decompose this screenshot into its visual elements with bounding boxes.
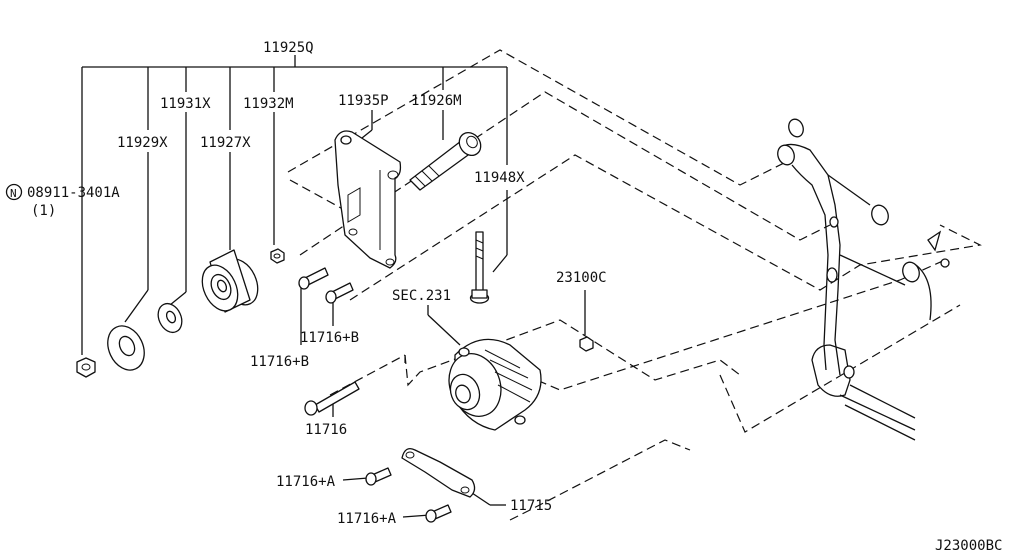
bolt-b-upper-part: [298, 267, 329, 290]
engine-mount-structure: [777, 118, 950, 441]
callout-11948x: 11948X: [474, 170, 525, 186]
idler-pulley-part: [201, 249, 259, 313]
leader-lines: [81, 55, 586, 518]
callout-11716: 11716: [305, 422, 347, 438]
callout-11715: 11715: [510, 498, 552, 514]
diagram-id: J23000BC: [935, 538, 1002, 554]
bolt-11716-part: [304, 381, 360, 416]
callout-sec231: SEC.231: [392, 288, 451, 304]
bolt-a-lower-part: [425, 504, 452, 523]
callout-08911-qty: (1): [31, 203, 56, 219]
nut-part: [76, 357, 96, 378]
callout-11932m: 11932M: [243, 96, 294, 112]
callout-11925q: 11925Q: [263, 40, 314, 56]
washer-small-part: [157, 302, 183, 334]
callout-23100c: 23100C: [556, 270, 607, 286]
callout-n-marker: N: [10, 187, 17, 200]
callout-11931x: 11931X: [160, 96, 211, 112]
long-bolt-part: [469, 231, 490, 304]
callout-11716a-lower: 11716+A: [337, 511, 397, 527]
bolt-b-lower-part: [325, 282, 354, 304]
callout-11716b-upper: 11716+B: [300, 330, 359, 346]
callout-11716a-upper: 11716+A: [276, 474, 336, 490]
spacer-nut-part: [270, 248, 285, 264]
callout-11927x: 11927X: [200, 135, 251, 151]
lower-bracket-part: [401, 447, 476, 498]
alternator-part: [448, 338, 542, 431]
n-marker-circle: [5, 183, 23, 201]
bolt-a-upper-part: [365, 467, 392, 486]
alternator-nut-part: [579, 336, 594, 352]
washer-large-part: [107, 325, 145, 371]
callout-11716b-lower: 11716+B: [250, 354, 309, 370]
callout-11929x: 11929X: [117, 135, 168, 151]
callout-08911-3401a: 08911-3401A: [27, 185, 120, 201]
callout-labels: 11925Q 11931X 11932M 11935P 11926M 11929…: [10, 40, 1002, 554]
phantom-lines: [287, 49, 982, 521]
callout-11935p: 11935P: [338, 93, 389, 109]
adjusting-bracket-part: [334, 130, 402, 269]
callout-11926m: 11926M: [411, 93, 462, 109]
adjusting-bolt-part: [409, 131, 482, 191]
